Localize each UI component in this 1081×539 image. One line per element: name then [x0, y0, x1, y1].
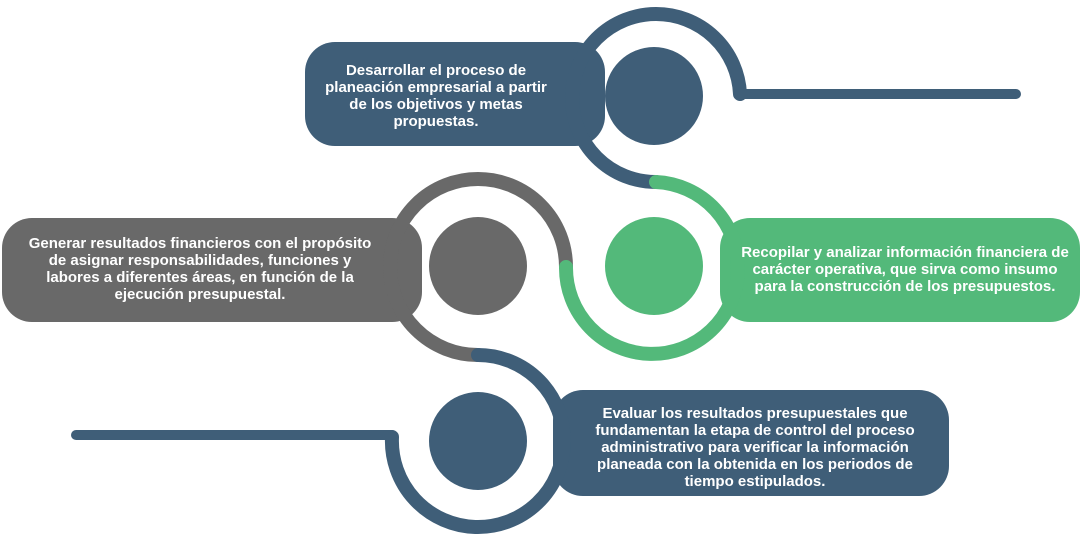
step-2-text: Generar resultados financieros con el pr…	[28, 235, 372, 303]
step-2-arc	[383, 172, 573, 362]
step-2-circle	[429, 217, 527, 315]
step-1-arc	[565, 6, 747, 189]
step-4-circle	[429, 392, 527, 490]
step-1-text: Desarrollar el proceso de planeación emp…	[325, 62, 547, 130]
step-1-banner	[305, 42, 605, 146]
step-3-arc	[558, 175, 745, 361]
step-4-text: Evaluar los resultados presupuestales qu…	[595, 404, 915, 490]
step-3-banner	[720, 218, 1080, 322]
step-4-banner	[553, 390, 949, 496]
step-2-banner	[2, 218, 422, 322]
step-3-circle	[605, 217, 703, 315]
step-3-text: Recopilar y analizar información financi…	[741, 243, 1069, 295]
step-1-circle	[605, 47, 703, 145]
step-4-arc	[384, 348, 571, 534]
